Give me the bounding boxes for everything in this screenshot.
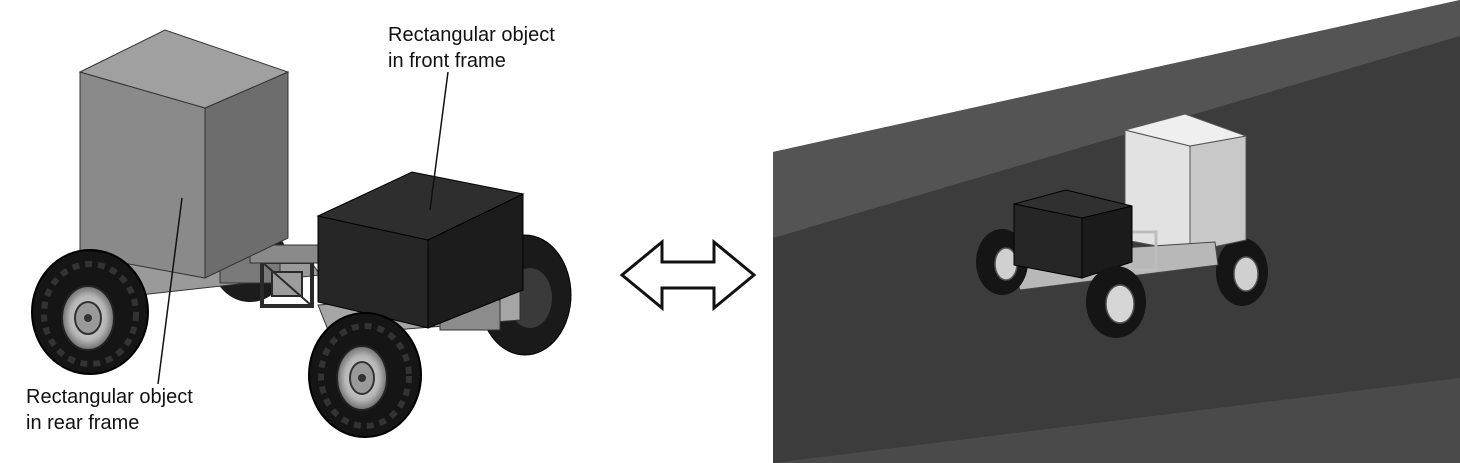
rear-box-annotation: Rectangular object in rear frame: [26, 384, 193, 436]
front-frame-box: [316, 171, 525, 329]
double-headed-arrow-icon: [619, 238, 757, 312]
simulation-panel: [773, 0, 1460, 463]
rear-frame-box: [78, 29, 290, 279]
rear-annotation-line2: in rear frame: [26, 412, 140, 434]
cad-model-panel: [31, 29, 572, 438]
front-leader-line: [429, 71, 449, 211]
front-left-wheel: [308, 312, 422, 438]
front-annotation-line1: Rectangular object: [388, 24, 555, 46]
rear-annotation-line1: Rectangular object: [26, 386, 193, 408]
rear-left-wheel: [31, 249, 149, 375]
front-box-annotation: Rectangular object in front frame: [388, 22, 555, 74]
front-annotation-line2: in front frame: [388, 50, 506, 72]
rear-leader-line: [157, 197, 183, 385]
simulated-vehicle: [976, 113, 1268, 338]
